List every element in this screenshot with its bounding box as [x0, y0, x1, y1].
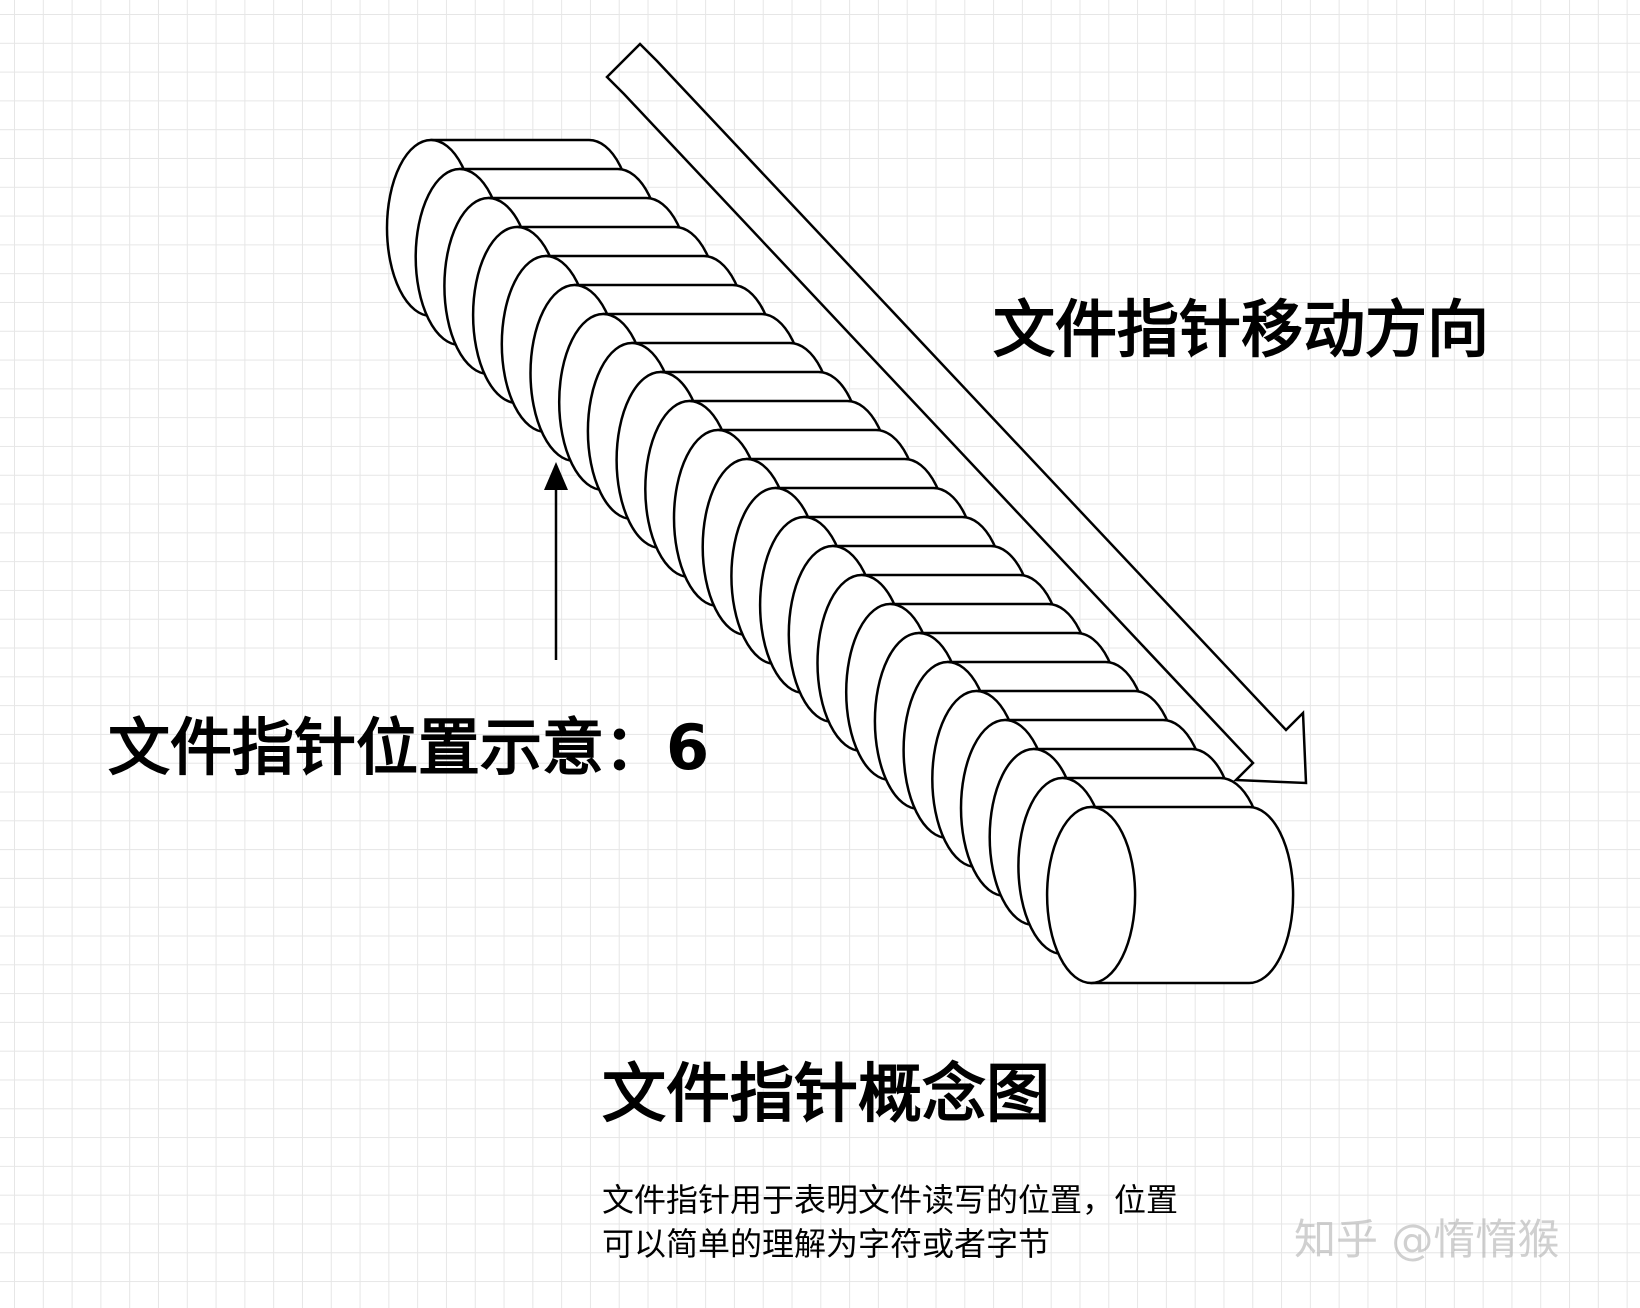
pointer-position-label: 文件指针位置示意：6	[108, 711, 710, 784]
watermark: 知乎 @惰惰猴	[1294, 1215, 1560, 1264]
diagram-title: 文件指针概念图	[602, 1058, 1050, 1132]
diagram-description: 文件指针用于表明文件读写的位置，位置可以简单的理解为字符或者字节	[602, 1181, 1179, 1263]
direction-label: 文件指针移动方向	[993, 293, 1490, 366]
direction-arrow	[605, 42, 1308, 785]
byte-stack	[385, 138, 1295, 985]
pointer-arrow-head	[544, 462, 568, 490]
byte-cylinder	[1045, 805, 1295, 985]
